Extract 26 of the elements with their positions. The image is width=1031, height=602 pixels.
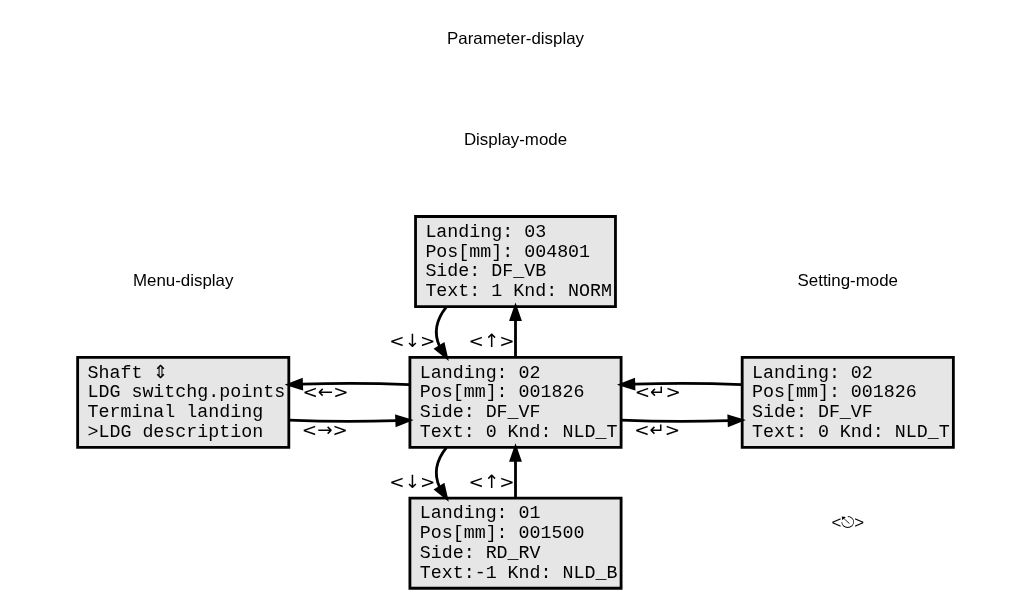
label: Menu-display [133, 270, 234, 290]
node-box: Landing: 02 Pos[mm]: 001826 Side: DF_VF Text: 0 Knd: NLD_T [740, 355, 955, 449]
label: Display-mode [463, 129, 568, 149]
edge-label: <→> [301, 419, 348, 441]
edge-label: <↓> [389, 329, 436, 351]
arrow [288, 414, 414, 428]
label: <⎋> [831, 512, 865, 532]
edge-label: <↵> [634, 419, 681, 441]
arrow [284, 377, 410, 391]
arrow [621, 414, 746, 428]
arrow [509, 302, 522, 358]
edge-label: <↵> [634, 381, 681, 403]
label: Parameter-display [447, 28, 584, 48]
arrow [509, 443, 522, 499]
node-box: Landing: 01 Pos[mm]: 001500 Side: RD_RV Text:-1 Knd: NLD_B [408, 496, 623, 590]
label: Setting-mode [797, 270, 898, 290]
edge-label: <↑> [468, 470, 515, 492]
edge-label: <↑> [468, 329, 515, 351]
edge-label: <←> [302, 381, 349, 403]
edge-label: <↓> [389, 470, 436, 492]
node-box: Landing: 02 Pos[mm]: 001826 Side: DF_VF Text: 0 Knd: NLD_T [408, 355, 623, 449]
node-box: Shaft ⇕ LDG switchg.points Terminal landing >LDG description [76, 355, 291, 449]
arrow [433, 446, 449, 502]
arrow [433, 305, 449, 361]
node-box: Landing: 03 Pos[mm]: 004801 Side: DF_VB Text: 1 Knd: NORM [414, 215, 617, 309]
arrow [616, 377, 742, 391]
